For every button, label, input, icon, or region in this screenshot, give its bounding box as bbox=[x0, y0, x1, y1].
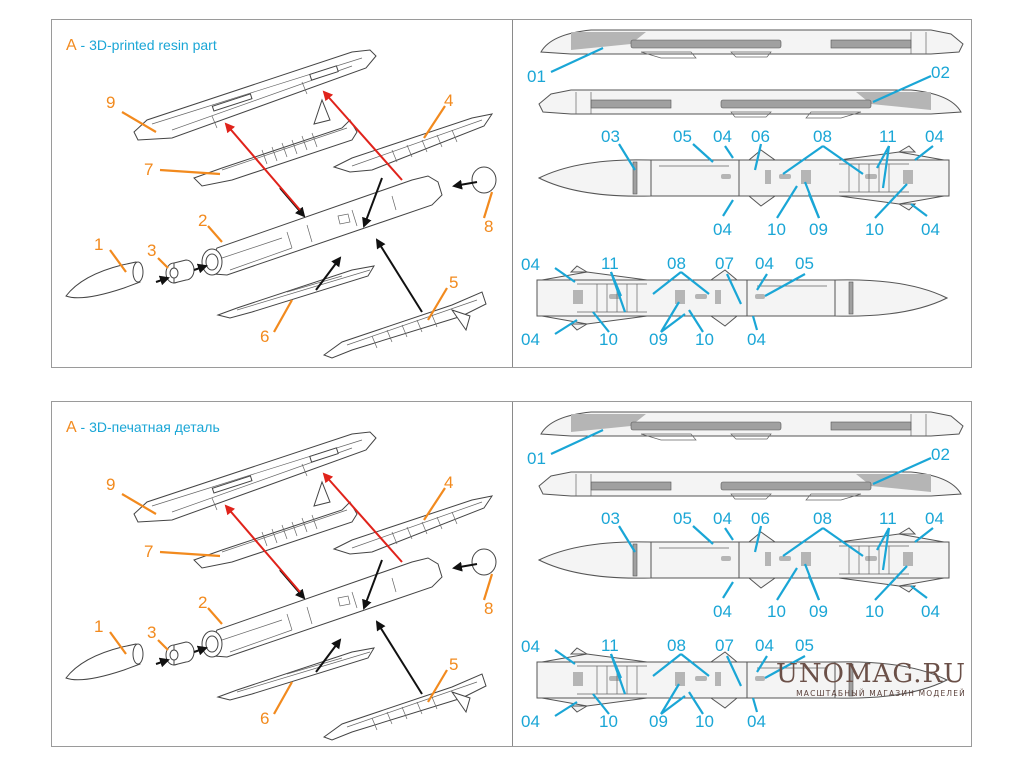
part-letter: A bbox=[66, 419, 77, 436]
callout-11: 11 bbox=[879, 127, 897, 146]
callout-8: 8 bbox=[484, 599, 493, 618]
callout-9: 9 bbox=[106, 93, 115, 112]
decal-placement-diagram: 01 02 03 05 04 06 08 11 04 04 10 09 10 0… bbox=[521, 29, 964, 349]
callout-04: 04 bbox=[747, 330, 766, 349]
decal-placement-diagram: 01 02 03 05 04 06 08 11 04 04 10 09 10 0… bbox=[521, 411, 964, 731]
section-heading: A - 3D-печатная деталь bbox=[66, 419, 220, 437]
callout-4: 4 bbox=[444, 473, 453, 492]
callout-11: 11 bbox=[601, 636, 619, 655]
decal-placement-section: 01 02 03 05 04 06 08 11 04 04 10 09 10 0… bbox=[513, 402, 971, 746]
callout-10: 10 bbox=[767, 602, 786, 621]
watermark-logo: UNOMAG.RU МАСШТАБНЫЙ МАГАЗИН МОДЕЛЕЙ bbox=[770, 660, 966, 698]
callout-03: 03 bbox=[601, 509, 620, 528]
callout-02: 02 bbox=[931, 445, 950, 464]
callout-05: 05 bbox=[795, 636, 814, 655]
callout-10: 10 bbox=[599, 712, 618, 731]
callout-2: 2 bbox=[198, 211, 207, 230]
instruction-panel-russian: A - 3D-печатная деталь 1 2 3 4 5 6 7 8 9 bbox=[51, 401, 972, 747]
callout-07: 07 bbox=[715, 636, 734, 655]
exploded-assembly-diagram: 1 2 3 4 5 6 7 8 9 bbox=[52, 20, 513, 369]
heading-text: - 3D-печатная деталь bbox=[76, 419, 220, 435]
callout-06: 06 bbox=[751, 127, 770, 146]
callout-2: 2 bbox=[198, 593, 207, 612]
callout-02: 02 bbox=[931, 63, 950, 82]
callout-10: 10 bbox=[695, 712, 714, 731]
part-letter: A bbox=[66, 37, 77, 54]
callout-04: 04 bbox=[713, 509, 732, 528]
callout-06: 06 bbox=[751, 509, 770, 528]
callout-04: 04 bbox=[747, 712, 766, 731]
callout-04: 04 bbox=[755, 636, 774, 655]
callout-10: 10 bbox=[865, 602, 884, 621]
callout-01: 01 bbox=[527, 67, 546, 86]
callout-04: 04 bbox=[713, 602, 732, 621]
callout-3: 3 bbox=[147, 623, 156, 642]
callout-11: 11 bbox=[879, 509, 897, 528]
callout-3: 3 bbox=[147, 241, 156, 260]
callout-08: 08 bbox=[667, 254, 686, 273]
callout-05: 05 bbox=[673, 509, 692, 528]
callout-05: 05 bbox=[795, 254, 814, 273]
decal-callouts: 01 02 03 05 04 06 08 11 04 04 10 09 10 0… bbox=[521, 47, 950, 349]
callout-04: 04 bbox=[521, 255, 540, 274]
callout-04: 04 bbox=[921, 602, 940, 621]
section-heading: A - 3D-printed resin part bbox=[66, 37, 217, 55]
callout-7: 7 bbox=[144, 542, 153, 561]
assembly-section: A - 3D-печатная деталь 1 2 3 4 5 6 7 8 9 bbox=[52, 402, 513, 746]
callout-09: 09 bbox=[649, 330, 668, 349]
callout-04: 04 bbox=[755, 254, 774, 273]
callout-08: 08 bbox=[667, 636, 686, 655]
part-callouts: 1 2 3 4 5 6 7 8 9 bbox=[94, 473, 493, 728]
watermark-main: UNOMAG.RU bbox=[776, 659, 966, 689]
callout-05: 05 bbox=[673, 127, 692, 146]
callout-6: 6 bbox=[260, 709, 269, 728]
assembly-section: A - 3D-printed resin part 1 2 3 4 5 6 7 … bbox=[52, 20, 513, 367]
callout-10: 10 bbox=[599, 330, 618, 349]
callout-9: 9 bbox=[106, 475, 115, 494]
callout-04: 04 bbox=[921, 220, 940, 239]
callout-04: 04 bbox=[521, 712, 540, 731]
callout-04: 04 bbox=[521, 330, 540, 349]
callout-10: 10 bbox=[695, 330, 714, 349]
callout-04: 04 bbox=[713, 127, 732, 146]
callout-5: 5 bbox=[449, 655, 458, 674]
callout-10: 10 bbox=[865, 220, 884, 239]
callout-03: 03 bbox=[601, 127, 620, 146]
exploded-assembly-diagram: 1 2 3 4 5 6 7 8 9 bbox=[52, 402, 513, 748]
callout-01: 01 bbox=[527, 449, 546, 468]
callout-09: 09 bbox=[809, 602, 828, 621]
callout-04: 04 bbox=[925, 127, 944, 146]
callout-08: 08 bbox=[813, 509, 832, 528]
callout-09: 09 bbox=[649, 712, 668, 731]
watermark-tagline: МАСШТАБНЫЙ МАГАЗИН МОДЕЛЕЙ bbox=[796, 689, 966, 698]
callout-04: 04 bbox=[713, 220, 732, 239]
heading-text: - 3D-printed resin part bbox=[76, 37, 217, 53]
callout-7: 7 bbox=[144, 160, 153, 179]
callout-09: 09 bbox=[809, 220, 828, 239]
callout-1: 1 bbox=[94, 617, 103, 636]
decal-callouts: 01 02 03 05 04 06 08 11 04 04 10 09 10 0… bbox=[521, 429, 950, 731]
callout-08: 08 bbox=[813, 127, 832, 146]
callout-04: 04 bbox=[925, 509, 944, 528]
callout-1: 1 bbox=[94, 235, 103, 254]
callout-8: 8 bbox=[484, 217, 493, 236]
callout-5: 5 bbox=[449, 273, 458, 292]
callout-11: 11 bbox=[601, 254, 619, 273]
callout-04: 04 bbox=[521, 637, 540, 656]
part-callouts: 1 2 3 4 5 6 7 8 9 bbox=[94, 91, 493, 346]
callout-07: 07 bbox=[715, 254, 734, 273]
decal-placement-section: 01 02 03 05 04 06 08 11 04 04 10 09 10 0… bbox=[513, 20, 971, 367]
callout-4: 4 bbox=[444, 91, 453, 110]
callout-10: 10 bbox=[767, 220, 786, 239]
instruction-panel-english: A - 3D-printed resin part 1 2 3 4 5 6 7 … bbox=[51, 19, 972, 368]
callout-6: 6 bbox=[260, 327, 269, 346]
